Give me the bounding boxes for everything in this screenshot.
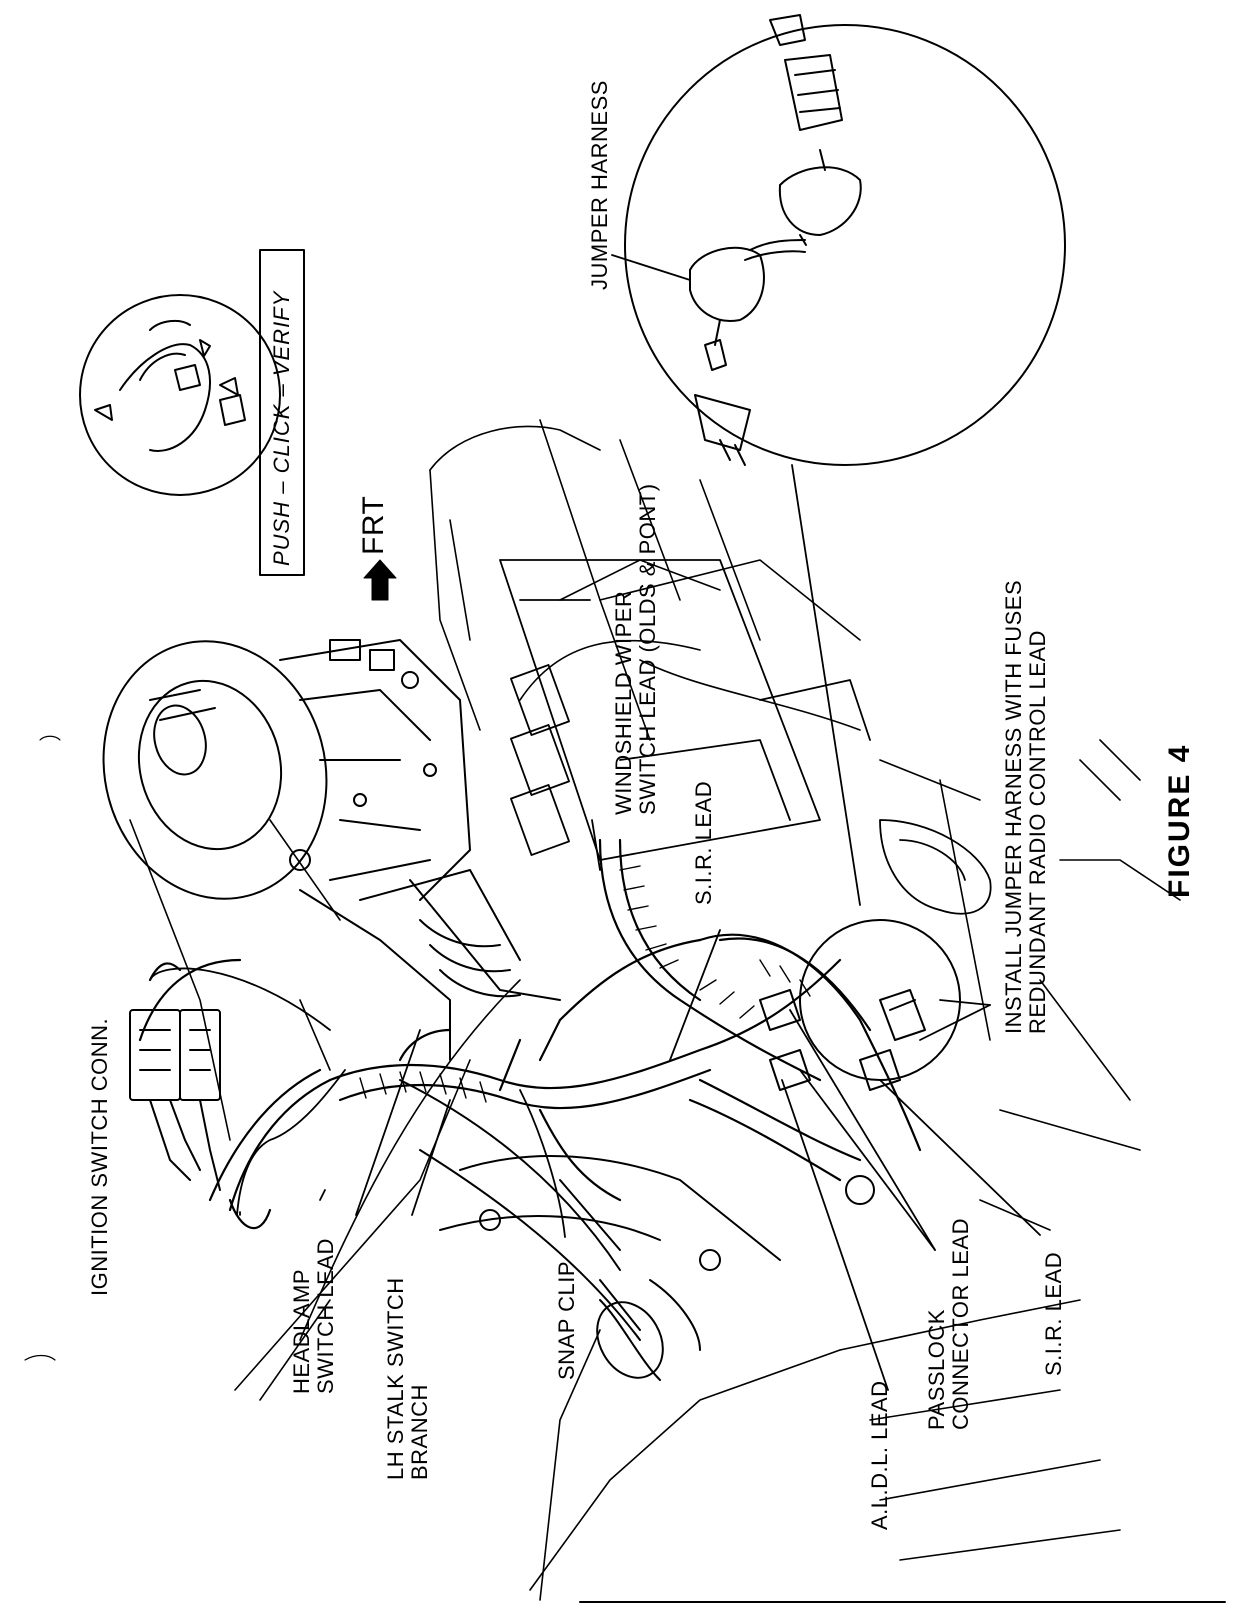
lh-stalk-switch-branch-label: LH STALK SWITCH BRANCH: [383, 1277, 432, 1480]
lh-stalk-line1: LH STALK SWITCH: [383, 1277, 408, 1480]
scan-mark-top: [39, 735, 61, 741]
sir-lead-upper-label: S.I.R. LEAD: [691, 780, 716, 905]
windshield-wiper-switch-lead-label: WINDSHIELD WIPER SWITCH LEAD (OLDS & PON…: [611, 483, 660, 815]
sir-lead-bottom-text: S.I.R. LEAD: [1041, 1251, 1066, 1376]
dashboard-outline: [129, 419, 1181, 1601]
frt-label: FRT: [357, 496, 390, 555]
passlock-connector-lead-label: PASSLOCK CONNECTOR LEAD: [924, 1218, 973, 1430]
push-click-verify-label: PUSH – CLICK – VERIFY: [269, 290, 294, 566]
headlamp-line2: SWITCH LEAD: [313, 1238, 338, 1394]
headlamp-line1: HEADLAMP: [289, 1268, 314, 1394]
sir-lead-bottom-label: S.I.R. LEAD: [1041, 1251, 1066, 1376]
windshield-line2: SWITCH LEAD (OLDS & PONT): [635, 483, 660, 815]
leader-lines: [149, 254, 1041, 1391]
sir-lead-upper-text: S.I.R. LEAD: [691, 780, 716, 905]
headlamp-switch-lead-label: HEADLAMP SWITCH LEAD: [289, 1238, 338, 1394]
frt-arrow-icon: [363, 559, 397, 601]
lh-stalk-line2: BRANCH: [407, 1384, 432, 1480]
ignition-switch-conn-text: IGNITION SWITCH CONN.: [87, 1017, 112, 1296]
aldl-lead-text: A.L.D.L. LEAD: [867, 1380, 892, 1530]
console-housing: [499, 559, 992, 915]
install-line2: REDUNDANT RADIO CONTROL LEAD: [1025, 630, 1050, 1034]
wire-harness: [138, 838, 922, 1230]
push-click-verify-text: PUSH – CLICK – VERIFY: [269, 290, 294, 566]
frt-text: FRT: [357, 495, 390, 555]
jumper-harness-inset: [624, 14, 1066, 466]
figure-title: FIGURE 4: [1163, 744, 1196, 898]
windshield-line1: WINDSHIELD WIPER: [611, 590, 636, 815]
install-jumper-harness-label: INSTALL JUMPER HARNESS WITH FUSES REDUND…: [1001, 579, 1050, 1034]
ignition-switch-conn-label: IGNITION SWITCH CONN.: [87, 1017, 112, 1296]
jumper-harness-label: JUMPER HARNESS: [587, 80, 612, 290]
install-line1: INSTALL JUMPER HARNESS WITH FUSES: [1001, 579, 1026, 1034]
aldl-lead-label: A.L.D.L. LEAD: [867, 1380, 892, 1530]
harness-wraps: [359, 865, 811, 1103]
scan-mark-bottom: [24, 1354, 56, 1361]
push-click-verify-box: [259, 249, 305, 576]
figure-title-text: FIGURE 4: [1163, 743, 1196, 898]
column-shaft: [399, 1079, 875, 1381]
passlock-line1: PASSLOCK: [924, 1309, 949, 1430]
snap-clip-text: SNAP CLIP: [554, 1260, 579, 1380]
steering-column: [102, 639, 561, 1061]
snap-clip-label: SNAP CLIP: [554, 1260, 579, 1380]
passlock-line2: CONNECTOR LEAD: [948, 1218, 973, 1430]
connectors: [129, 989, 926, 1191]
jumper-harness-text: JUMPER HARNESS: [587, 80, 612, 290]
push-click-verify-inset: [79, 294, 281, 496]
